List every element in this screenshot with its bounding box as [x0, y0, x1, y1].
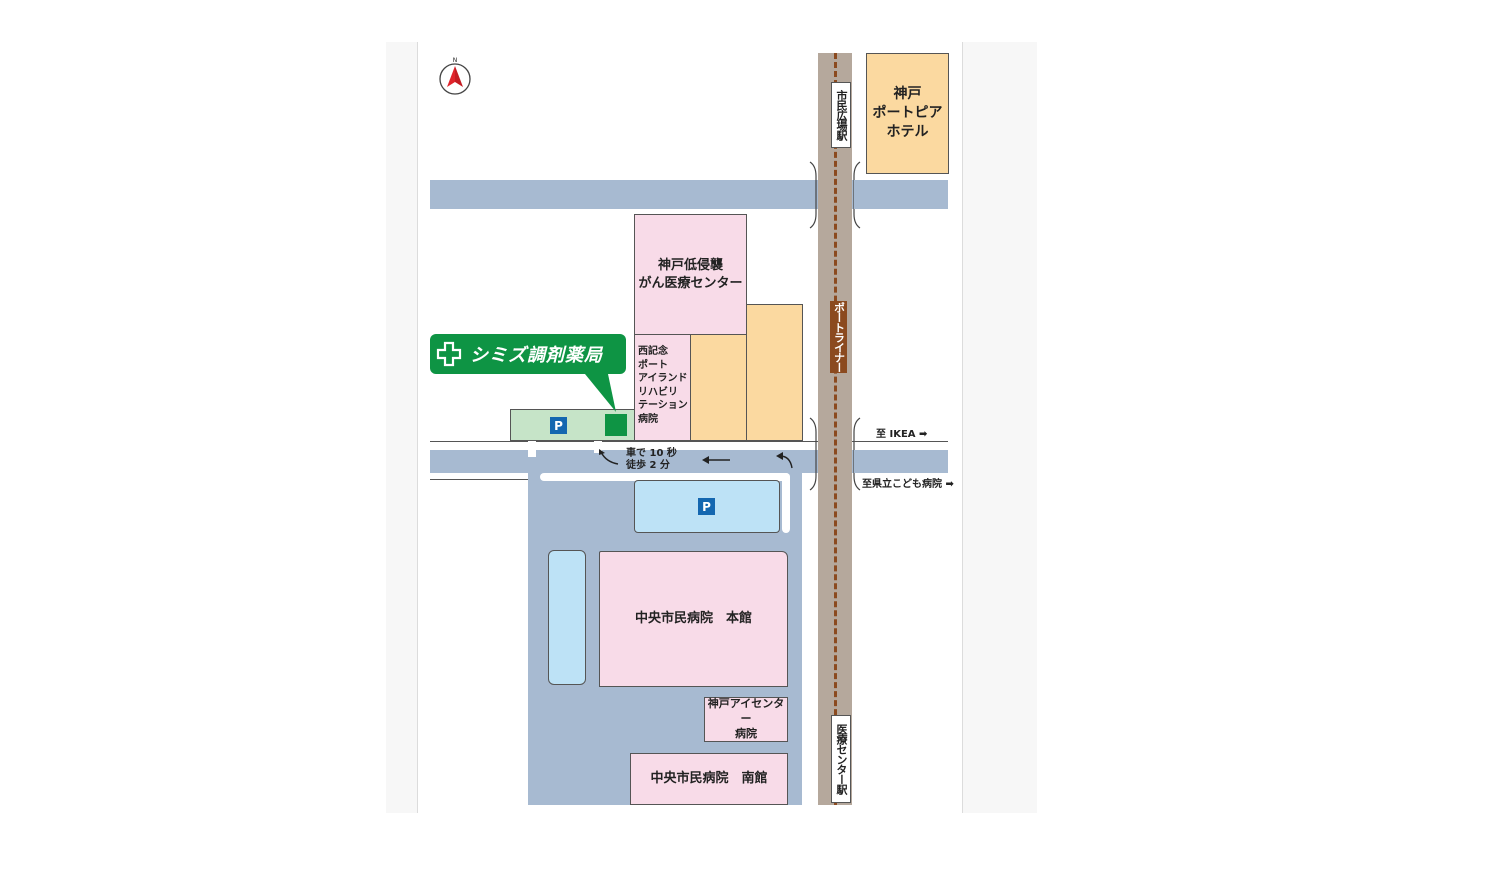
parking-badge-hospital: P	[698, 498, 715, 515]
road-north-east	[854, 180, 948, 209]
rail-track	[834, 53, 837, 805]
port-liner-label: ポートライナー	[830, 301, 847, 373]
direction-ikea: 至 IKEA ➡	[876, 425, 927, 440]
building-nishi-kinen-hospital: 西記念 ポート アイランド リハビリ テーション 病院	[634, 334, 691, 441]
direction-ikea-text: 至 IKEA	[876, 429, 916, 440]
road-edge-line-east	[854, 441, 948, 442]
station-shimin-hiroba: 市民広場駅	[831, 82, 851, 148]
driveway-right	[594, 441, 602, 453]
pharmacy-location-marker[interactable]	[605, 414, 627, 436]
north-symbol: N	[453, 57, 458, 64]
route-arrows	[599, 449, 793, 469]
access-map: N 市民広場駅 医療センター駅 ポートライナー 神戸 ポートピア ホテル 神戸低…	[417, 42, 963, 813]
direction-children-hospital-text: 至県立こども病院	[862, 479, 942, 490]
access-note-car: 車で 10 秒	[626, 448, 677, 459]
direction-children-hospital: 至県立こども病院 ➡	[862, 475, 954, 490]
plus-cross-icon	[436, 341, 462, 367]
building-central-south: 中央市民病院 南館	[630, 753, 788, 805]
road-main-east	[854, 450, 948, 473]
station-iryo-center: 医療センター駅	[831, 715, 851, 803]
building-kobe-cancer-center: 神戸低侵襲 がん医療センター	[634, 214, 747, 335]
north-arrow-icon: N	[439, 57, 471, 95]
access-note: 車で 10 秒 徒歩 2 分	[626, 448, 677, 472]
campus-walkway	[540, 473, 790, 481]
driveway-left	[528, 441, 536, 457]
building-annex-west	[690, 334, 747, 441]
building-central-main: 中央市民病院 本館	[599, 551, 788, 687]
arrow-right-icon: ➡	[919, 429, 928, 440]
building-kobe-portopia-hotel: 神戸 ポートピア ホテル	[866, 53, 949, 174]
pharmacy-name: シミズ調剤薬局	[470, 345, 603, 366]
building-annex-east	[746, 304, 803, 441]
building-kobe-eye-center: 神戸アイセンター 病院	[704, 697, 788, 742]
side-parking-lot	[548, 550, 586, 685]
parking-badge-pharmacy: P	[550, 417, 567, 434]
pharmacy-callout-pointer	[585, 374, 616, 412]
campus-walkway-vertical	[782, 473, 790, 533]
pharmacy-callout[interactable]: シミズ調剤薬局	[430, 334, 626, 374]
arrow-right-icon: ➡	[945, 479, 954, 490]
access-note-walk: 徒歩 2 分	[626, 460, 670, 471]
road-edge-line-lower	[430, 479, 530, 480]
road-edge-line	[430, 441, 948, 442]
